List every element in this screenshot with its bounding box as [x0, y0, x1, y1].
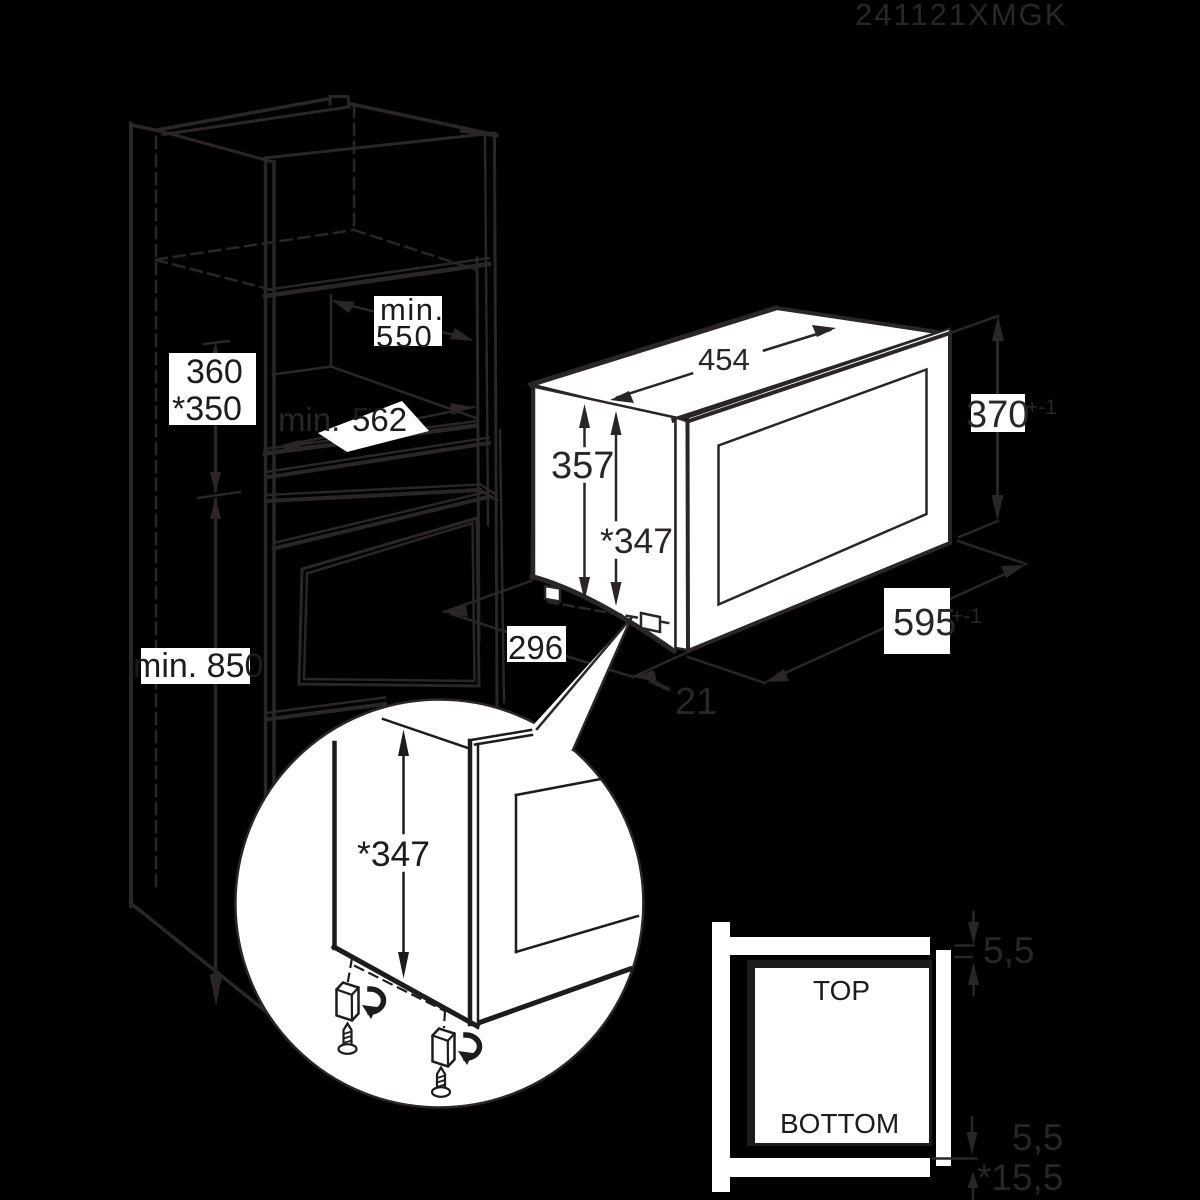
svg-text:454: 454 [698, 342, 750, 377]
svg-text:+-1: +-1 [1026, 396, 1057, 419]
svg-text:5,5: 5,5 [1012, 1117, 1063, 1158]
svg-text:21: 21 [675, 681, 717, 723]
svg-text:550: 550 [376, 319, 434, 354]
svg-text:min.: min. [278, 401, 340, 438]
svg-text:595: 595 [893, 602, 956, 644]
svg-text:min.: min. [380, 292, 445, 327]
svg-text:*347: *347 [600, 521, 673, 561]
svg-text:BOTTOM: BOTTOM [780, 1108, 899, 1139]
svg-text:*15,5: *15,5 [977, 1157, 1063, 1198]
svg-text:min. 850: min. 850 [133, 647, 263, 685]
svg-text:357: 357 [551, 445, 614, 487]
svg-text:TOP: TOP [813, 975, 870, 1006]
svg-text:562: 562 [352, 401, 407, 438]
svg-text:*350: *350 [172, 390, 242, 428]
svg-text:+-1: +-1 [951, 605, 982, 628]
svg-text:360: 360 [186, 353, 243, 391]
svg-text:*347: *347 [357, 834, 430, 874]
svg-text:5,5: 5,5 [983, 930, 1034, 971]
svg-text:241121XMGK: 241121XMGK [855, 0, 1067, 32]
svg-text:370: 370 [966, 394, 1029, 436]
svg-text:296: 296 [508, 629, 563, 666]
